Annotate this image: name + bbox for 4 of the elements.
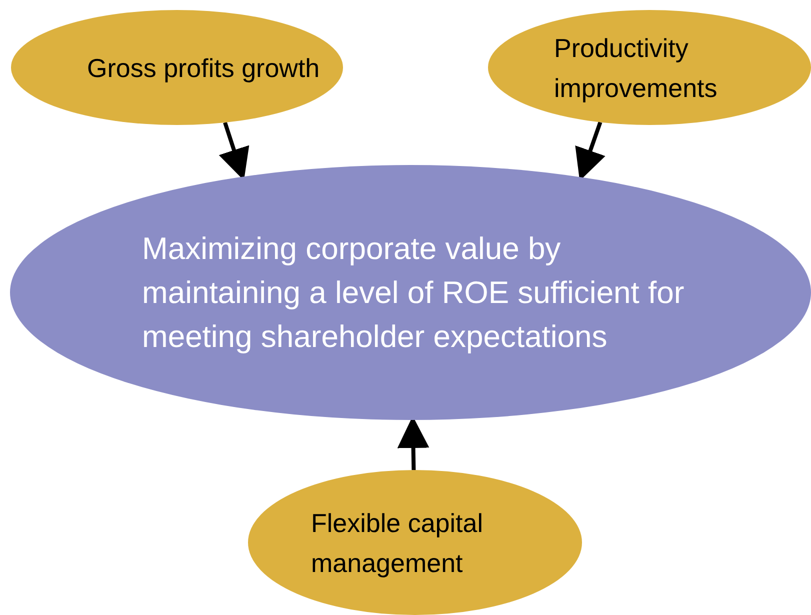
node-text: Flexible capital management	[311, 506, 484, 580]
node-text: Productivity improvements	[554, 32, 718, 104]
node-text: Maximizing corporate value by maintaining a level of ROE sufficient for meeting shareholder expectations	[142, 230, 686, 356]
node-text: Gross profits growth	[87, 52, 321, 84]
